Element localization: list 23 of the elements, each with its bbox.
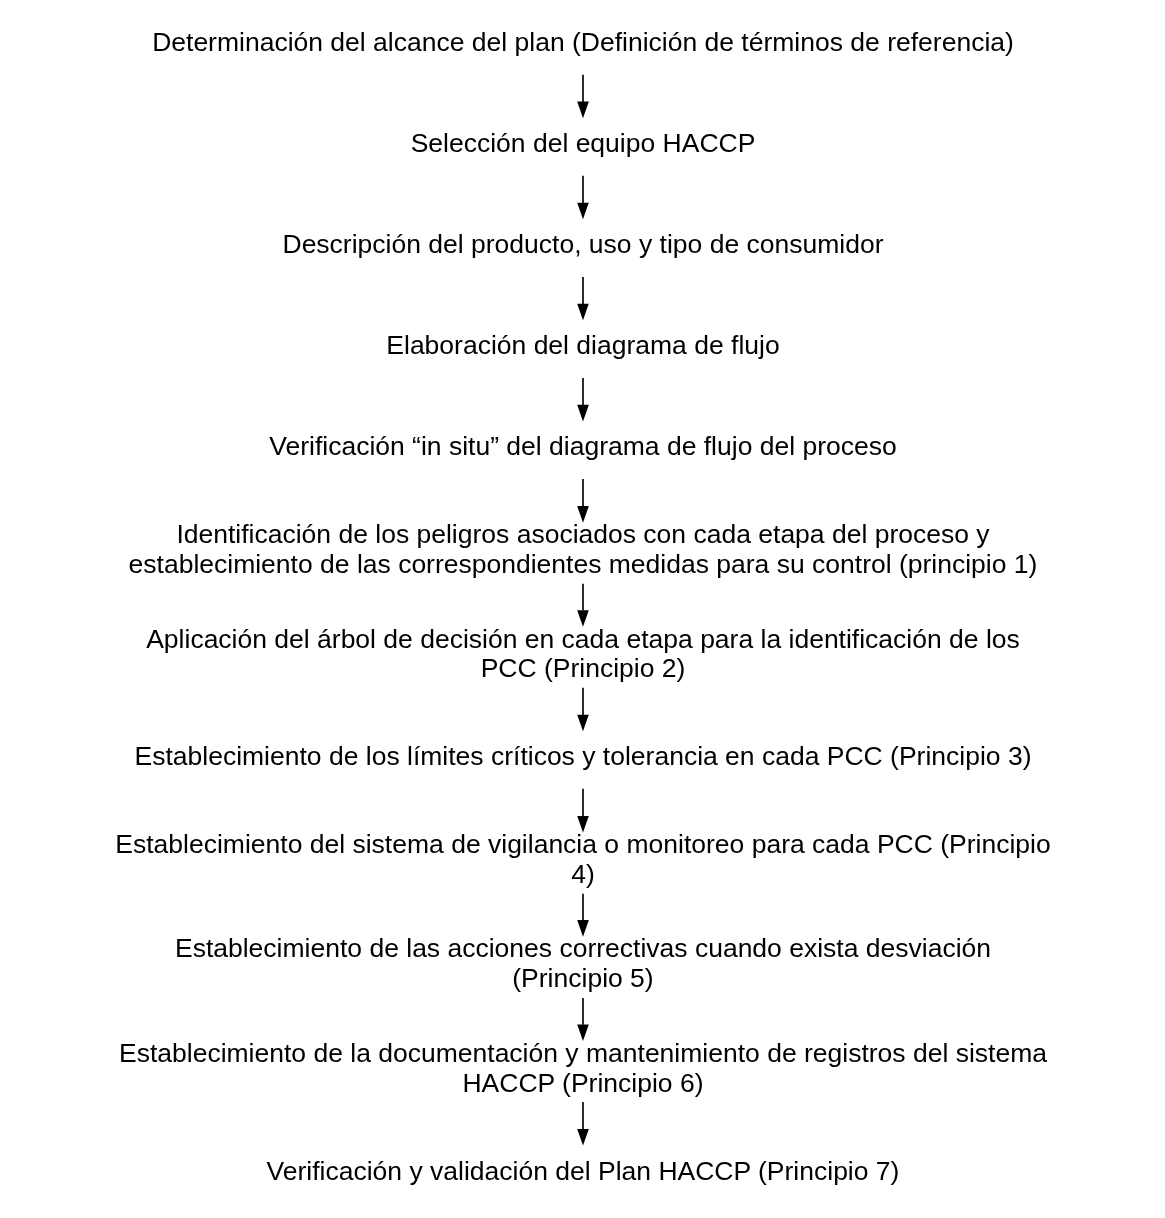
- arrow: [576, 997, 589, 1042]
- node-text: Establecimiento del sistema de vigilancia o monitoreo para cada PCC (Principio 4): [114, 829, 1051, 889]
- arrow: [576, 276, 589, 321]
- arrow: [576, 1101, 589, 1146]
- node-text: Establecimiento de la documentación y mantenimiento de registros del sistema HACCP (Principio 6): [118, 1037, 1047, 1098]
- arrow: [576, 892, 589, 937]
- node-text: Selección del equipo HACCP: [410, 128, 755, 159]
- node-text: Determinación del alcance del plan (Definición de términos de referencia): [151, 27, 1014, 58]
- arrow: [576, 686, 589, 732]
- node-text: Elaboración del diagrama de flujo: [385, 330, 780, 361]
- node-text: Descripción del producto, uso y tipo de consumidor: [282, 229, 883, 260]
- arrow: [576, 582, 589, 627]
- node-text: Establecimiento de las acciones correctivas cuando exista desviación (Principio 5): [174, 933, 991, 994]
- arrow: [576, 478, 589, 523]
- node-text: Verificación “in situ” del diagrama de flujo del proceso: [268, 431, 897, 462]
- node-text: Aplicación del árbol de decisión en cada etapa para la identificación de los PCC (Principio 2): [145, 623, 1020, 684]
- node-text: Establecimiento de los límites críticos y tolerancia en cada PCC (Principio 3): [134, 741, 1031, 772]
- arrow: [576, 174, 589, 220]
- arrow: [576, 788, 589, 833]
- arrow: [576, 377, 589, 422]
- node-text: Verificación y validación del Plan HACCP (Principio 7): [266, 1155, 899, 1186]
- arrow: [576, 73, 589, 119]
- node-text: Identificación de los peligros asociados con cada etapa del proceso y establecimiento de las correspondientes medidas para su control (principio 1): [128, 519, 1037, 580]
